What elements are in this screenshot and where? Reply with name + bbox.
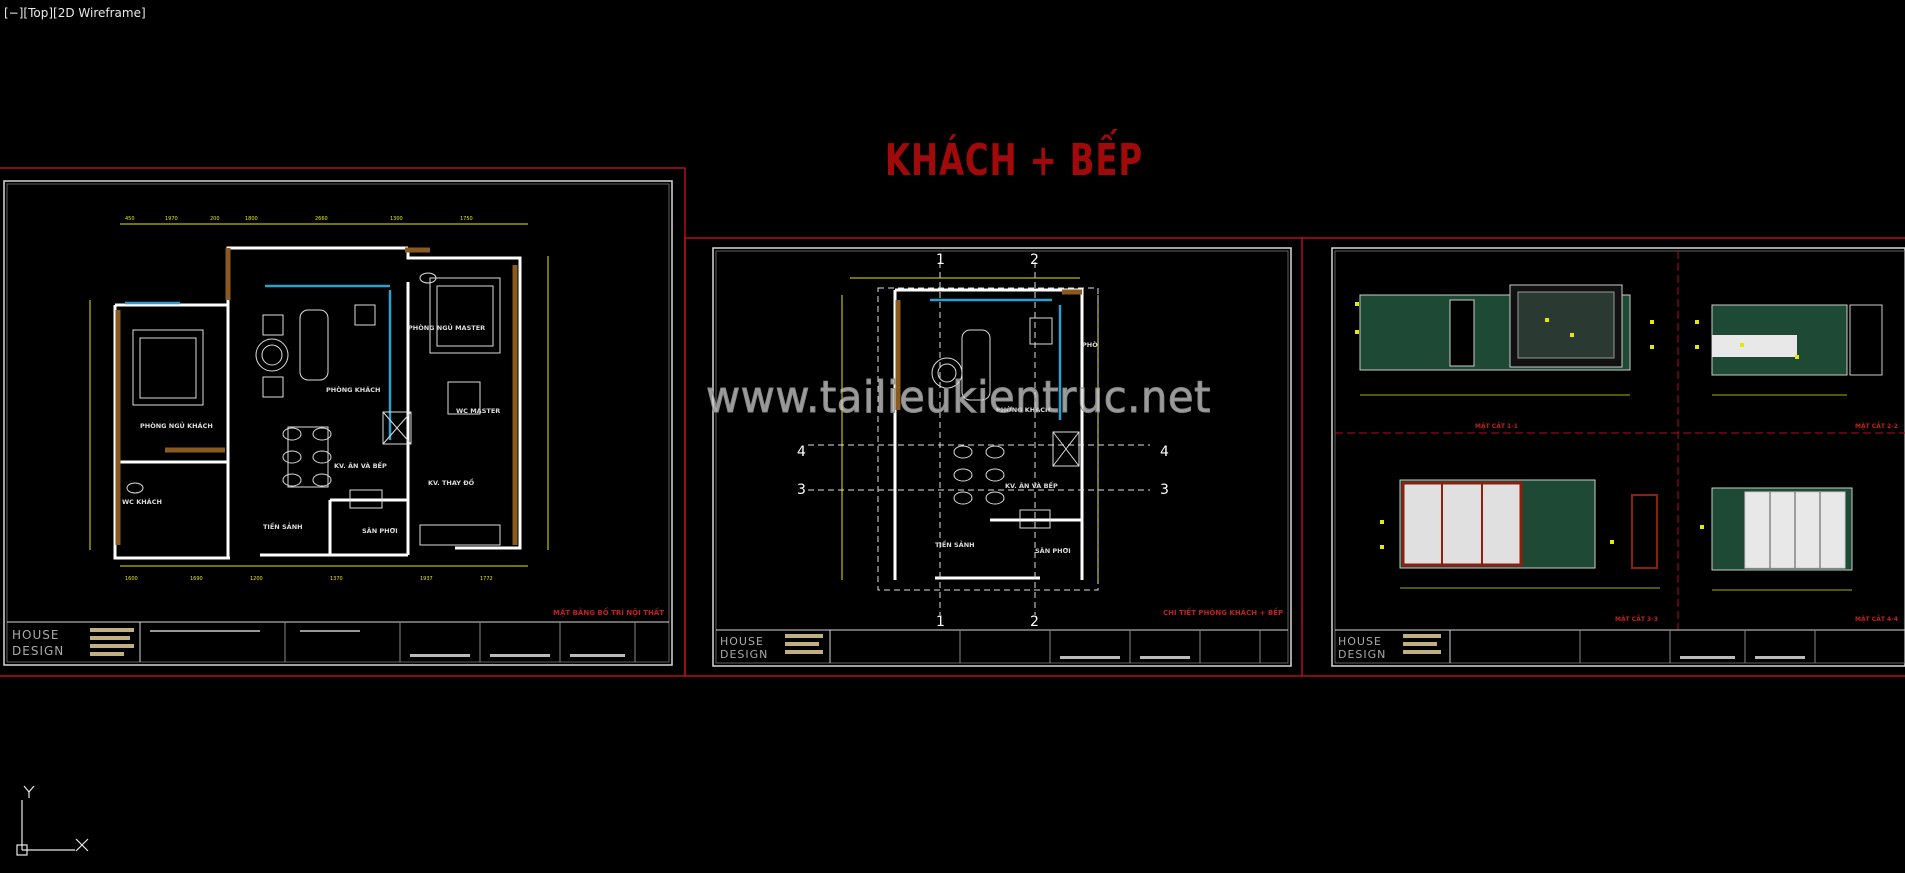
svg-text:SÂN PHƠI: SÂN PHƠI [362, 526, 398, 535]
svg-text:2660: 2660 [315, 216, 328, 222]
svg-text:KV. ĂN VÀ BẾP: KV. ĂN VÀ BẾP [334, 460, 387, 470]
svg-text:PHÒNG NGỦ MASTER: PHÒNG NGỦ MASTER [408, 322, 485, 332]
brand-line-2: DESIGN [12, 644, 64, 658]
svg-text:TIỀN SẢNH: TIỀN SẢNH [935, 539, 975, 549]
svg-text:PHÒNG KHÁCH: PHÒNG KHÁCH [996, 405, 1051, 414]
watermark-text: www.tailieukientruc.net [706, 372, 1211, 424]
svg-text:1800: 1800 [245, 216, 258, 222]
brand-line-1: HOUSE [12, 628, 59, 642]
title-block-3 [1335, 629, 1905, 663]
section-caption-4: MẶT CẮT 4-4 [1855, 615, 1898, 623]
svg-text:1937: 1937 [420, 576, 433, 582]
svg-text:PHÒ: PHÒ [1082, 340, 1098, 349]
svg-text:1772: 1772 [480, 576, 493, 582]
layout-frames [0, 167, 1905, 677]
svg-text:WC MASTER: WC MASTER [456, 407, 500, 415]
svg-text:1: 1 [936, 614, 945, 630]
title-block-2 [716, 629, 1288, 663]
svg-text:KV. ĂN VÀ BẾP: KV. ĂN VÀ BẾP [1005, 480, 1058, 490]
title-block-1 [7, 621, 669, 662]
svg-text:2: 2 [1030, 614, 1039, 630]
svg-text:4: 4 [797, 444, 806, 460]
svg-text:1690: 1690 [190, 576, 203, 582]
svg-text:200: 200 [210, 216, 220, 222]
section-caption-1: MẶT CẮT 1-1 [1475, 422, 1518, 430]
ucs-icon [16, 785, 89, 856]
svg-text:1: 1 [936, 252, 945, 268]
svg-text:1750: 1750 [460, 216, 473, 222]
drawing-title: KHÁCH + BẾP [885, 135, 1143, 186]
brand-line-1-s2: HOUSE [720, 635, 764, 648]
section-caption-2: MẶT CẮT 2-2 [1855, 422, 1898, 430]
sheet-1[interactable]: 450 1970 200 1800 2660 1300 1750 1600 1690 1200 1… [3, 180, 673, 666]
sheet-2-caption: CHI TIẾT PHÒNG KHÁCH + BẾP [1163, 607, 1283, 617]
svg-text:450: 450 [125, 216, 135, 222]
svg-text:1200: 1200 [250, 576, 263, 582]
svg-text:TIỀN SẢNH: TIỀN SẢNH [263, 521, 303, 531]
svg-text:1300: 1300 [390, 216, 403, 222]
svg-text:1970: 1970 [165, 216, 178, 222]
svg-text:WC KHÁCH: WC KHÁCH [122, 497, 162, 506]
svg-text:3: 3 [797, 482, 806, 498]
section-caption-3: MẶT CẮT 3-3 [1615, 615, 1658, 623]
sheet-2[interactable]: 1 2 1 2 4 4 3 3 PHÒNG KHÁCH KV. ĂN VÀ BẾP TI… [712, 247, 1292, 667]
brand-line-2-s3: DESIGN [1338, 648, 1386, 661]
svg-text:2: 2 [1030, 252, 1039, 268]
brand-line-1-s3: HOUSE [1338, 635, 1382, 648]
sheet-3[interactable]: MẶT CẮT 1-1 MẶT CẮT 2-2 MẶT CẮT 3-3 MẶT … [1331, 247, 1905, 667]
svg-text:3: 3 [1160, 482, 1169, 498]
viewport-controls-label[interactable]: [−][Top][2D Wireframe] [4, 6, 146, 20]
svg-text:1600: 1600 [125, 576, 138, 582]
sheet-1-caption: MẶT BẰNG BỐ TRÍ NỘI THẤT [553, 607, 664, 617]
svg-text:KV. THAY ĐỒ: KV. THAY ĐỒ [428, 477, 475, 487]
svg-text:PHÒNG NGỦ KHÁCH: PHÒNG NGỦ KHÁCH [140, 420, 213, 430]
svg-text:SÂN PHƠI: SÂN PHƠI [1035, 546, 1071, 555]
svg-text:4: 4 [1160, 444, 1169, 460]
svg-text:PHÒNG KHÁCH: PHÒNG KHÁCH [326, 385, 381, 394]
brand-line-2-s2: DESIGN [720, 648, 768, 661]
svg-text:1370: 1370 [330, 576, 343, 582]
